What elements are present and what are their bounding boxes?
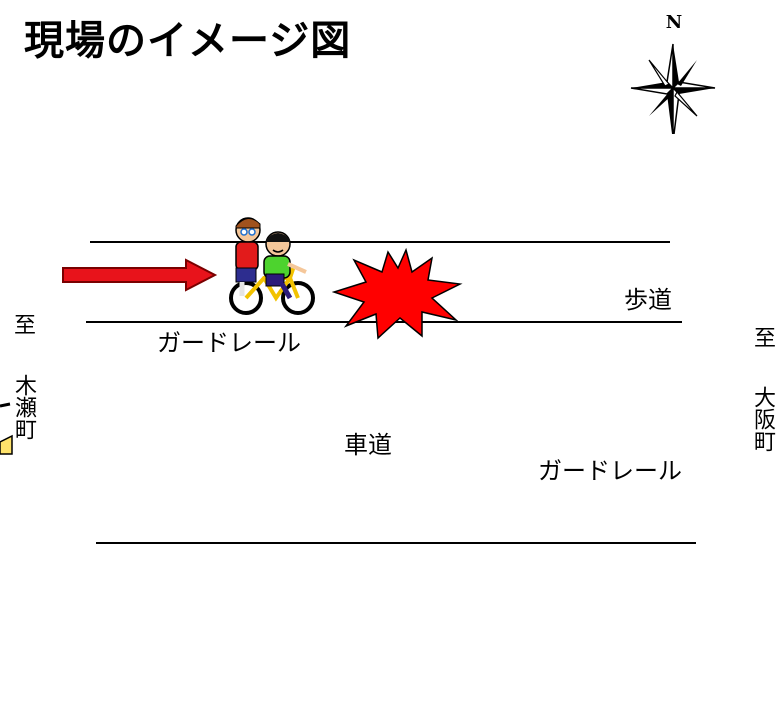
- east-direction-to-label: 至: [750, 326, 775, 348]
- guardrail-top-label: ガードレール: [157, 329, 301, 357]
- sidewalk-top-line: [90, 241, 670, 243]
- guardrail-bottom-line: [96, 542, 696, 544]
- page-title: 現場のイメージ図: [24, 18, 352, 64]
- west-pointer-icon: [0, 402, 13, 455]
- west-town-label: 木瀬町: [11, 374, 36, 440]
- bicycle-riders-illustration: [229, 217, 315, 315]
- guardrail-bottom-label: ガードレール: [538, 457, 682, 485]
- east-town-label: 大阪町: [750, 386, 775, 452]
- travel-direction-arrow-icon: [62, 258, 218, 292]
- compass-north-label: N: [665, 12, 683, 33]
- collision-burst-icon: [332, 248, 463, 340]
- sidewalk-label: 歩道: [624, 286, 672, 314]
- compass-rose-icon: [630, 43, 716, 134]
- roadway-label: 車道: [344, 431, 392, 459]
- west-direction-to-label: 至: [10, 313, 35, 335]
